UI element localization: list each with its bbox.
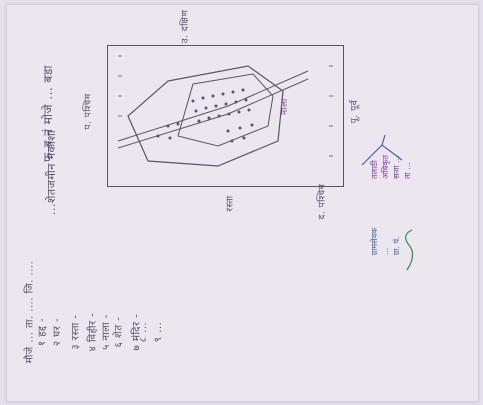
direction-east: पू. पूर्व xyxy=(350,99,361,124)
scanned-document-page: फ-ब नं मोजे ... बडा ...शेतजमीन नकाशा मौज… xyxy=(6,4,479,402)
legend-item: १ हद्द - xyxy=(37,317,49,347)
legend-item: ४ विहीर - xyxy=(87,312,99,352)
signature-line: ... xyxy=(381,247,391,256)
legend-item: ३ रस्ता - xyxy=(70,314,82,350)
signature-name: ग्रामसेवक xyxy=(370,227,380,256)
document-subtitle: ...शेतजमीन नकाशा xyxy=(45,129,59,216)
map-label: रस्ता xyxy=(225,195,236,212)
map-drawing xyxy=(117,55,333,167)
legend-item: ६ शेत - xyxy=(113,316,125,348)
map-label: नाला xyxy=(279,98,290,115)
map-sketch xyxy=(107,45,344,187)
direction-north: उ. दक्षिण xyxy=(180,9,191,44)
direction-west: प. पश्चिम xyxy=(83,93,94,130)
legend-item: २ घर - xyxy=(52,317,64,347)
signature-stroke xyxy=(405,229,414,271)
legend: १ हद्द - २ घर - ३ रस्ता - ४ विहीर - ५ ना… xyxy=(37,245,207,385)
legend-item: ९ ... xyxy=(153,321,165,343)
document-side-note: मौजे ... ता. .... जि. .... xyxy=(24,260,36,364)
legend-item: ८ ... xyxy=(138,321,150,343)
signature-stroke xyxy=(361,134,403,166)
direction-south: द. पश्चिम xyxy=(317,183,328,220)
